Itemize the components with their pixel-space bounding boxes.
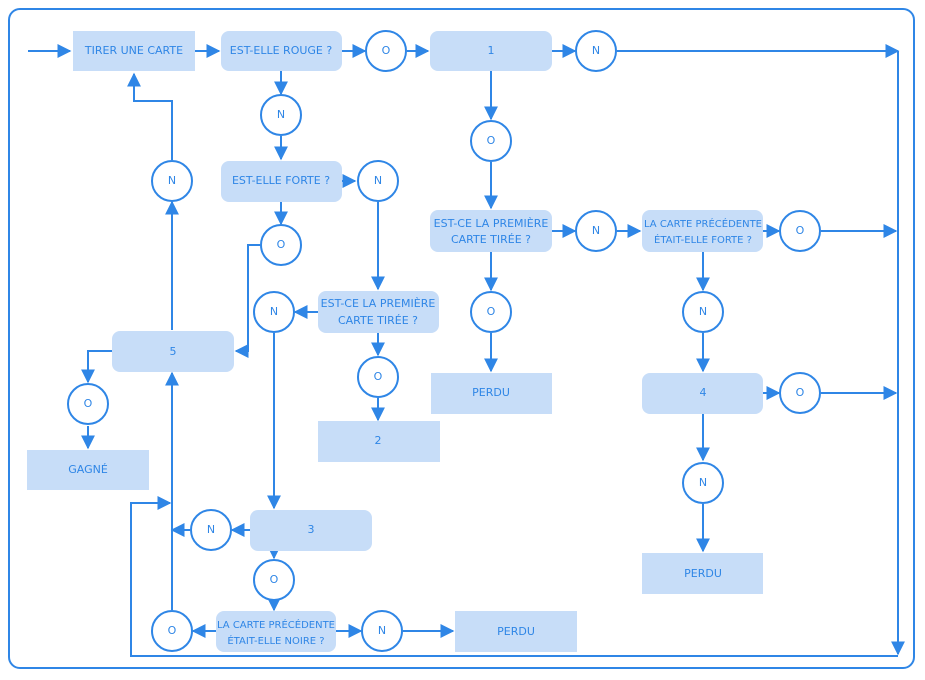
answer-label: N [378,624,386,637]
node-premiere-right-line2: CARTE TIRÉE ? [451,233,531,246]
node-tirer-label: TIRER UNE CARTE [84,44,183,57]
answer-non-after-rouge: N [260,94,302,136]
answer-label: O [796,224,805,237]
answer-label: N [592,44,600,57]
edge-n-tirer [127,72,173,160]
answer-oui-after-prec-noire: O [151,610,193,652]
answer-label: O [796,386,805,399]
answer-oui-after-premiere-mid: O [357,356,399,398]
node-gagne: GAGNÉ [27,450,149,490]
answer-label: O [487,134,496,147]
node-premiere-right-line1: EST-CE LA PREMIÈRE [434,217,549,230]
node-premiere-mid-line1: EST-CE LA PREMIÈRE [321,297,436,310]
node-prec-forte-line1: LA CARTE PRÉCÉDENTE [644,217,762,230]
answer-label: N [270,305,278,318]
answer-label: O [374,370,383,383]
node-3: 3 [250,510,372,551]
answer-oui-after-forte: O [260,224,302,266]
node-tirer: TIRER UNE CARTE [73,31,195,71]
node-perdu-mid: PERDU [431,373,552,414]
answer-non-after-premiere-mid: N [253,291,295,333]
answer-label: N [207,523,215,536]
answer-non-after-3: N [190,509,232,551]
edge-o-5 [234,244,260,358]
node-4-label: 4 [700,386,707,399]
node-prec-noire: LA CARTE PRÉCÉDENTE ÉTAIT-ELLE NOIRE ? [216,611,336,652]
node-forte-label: EST-ELLE FORTE ? [232,174,330,187]
node-premiere-mid-line2: CARTE TIRÉE ? [338,314,418,327]
answer-label: N [374,174,382,187]
edge-5-o [81,350,112,384]
answer-non-after-premiere-right: N [575,210,617,252]
node-gagne-label: GAGNÉ [68,463,108,476]
node-perdu-mid-label: PERDU [472,386,510,399]
answer-non-left-column: N [151,160,193,202]
answer-non-after-prec-noire: N [361,610,403,652]
node-perdu-bottom: PERDU [455,611,577,652]
node-rouge-label: EST-ELLE ROUGE ? [230,44,333,57]
answer-label: N [592,224,600,237]
node-premiere-right: EST-CE LA PREMIÈRE CARTE TIRÉE ? [430,210,552,252]
node-2-label: 2 [375,434,382,447]
answer-label: O [84,397,93,410]
answer-label: N [168,174,176,187]
node-premiere-mid: EST-CE LA PREMIÈRE CARTE TIRÉE ? [318,291,439,333]
answer-label: N [699,305,707,318]
connectors [28,44,905,657]
answer-oui-after-5: O [67,383,109,425]
node-5: 5 [112,331,234,372]
answer-non-after-1: N [575,30,617,72]
answer-non-after-prec-forte: N [682,291,724,333]
node-1: 1 [430,31,552,71]
answer-label: O [168,624,177,637]
node-prec-forte: LA CARTE PRÉCÉDENTE ÉTAIT-ELLE FORTE ? [642,210,763,252]
answer-oui-after-prec-forte: O [779,210,821,252]
answer-label: O [382,44,391,57]
node-4: 4 [642,373,763,414]
node-5-label: 5 [170,345,177,358]
answer-label: O [270,573,279,586]
answer-label: N [277,108,285,121]
node-prec-noire-line1: LA CARTE PRÉCÉDENTE [217,618,335,631]
answer-oui-after-premiere-right: O [470,291,512,333]
node-prec-noire-line2: ÉTAIT-ELLE NOIRE ? [227,634,324,647]
edge-bottom-rail [130,496,898,657]
answer-label: O [487,305,496,318]
node-perdu-bottom-label: PERDU [497,625,535,638]
answer-oui-after-rouge: O [365,30,407,72]
answer-label: O [277,238,286,251]
answer-oui-after-1: O [470,120,512,162]
diagram-frame [8,8,915,669]
node-1-label: 1 [488,44,495,57]
node-forte: EST-ELLE FORTE ? [221,161,342,202]
node-3-label: 3 [308,523,315,536]
node-prec-forte-line2: ÉTAIT-ELLE FORTE ? [654,233,752,246]
answer-oui-after-4: O [779,372,821,414]
answer-oui-after-3: O [253,559,295,601]
answer-non-after-forte: N [357,160,399,202]
node-rouge: EST-ELLE ROUGE ? [221,31,342,71]
answer-label: N [699,476,707,489]
node-perdu-right: PERDU [642,553,763,594]
node-2: 2 [318,421,440,462]
answer-non-after-4: N [682,462,724,504]
node-perdu-right-label: PERDU [684,567,722,580]
